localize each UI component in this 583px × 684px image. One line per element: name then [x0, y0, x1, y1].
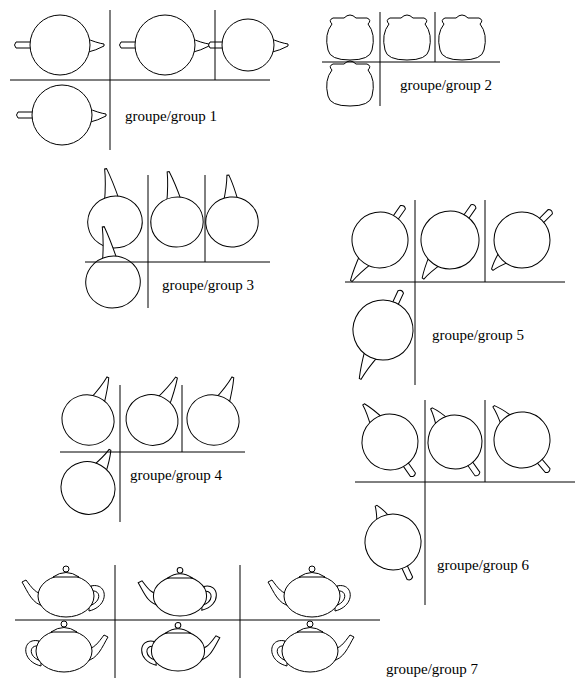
- teapot-silhouette: [209, 19, 289, 71]
- group-label: groupe/group 1: [125, 107, 217, 125]
- group-label-text: groupe/group 6: [437, 557, 529, 573]
- group-label: groupe/group 3: [162, 276, 254, 294]
- grid-line: [85, 262, 270, 263]
- teapot-silhouette: [17, 85, 107, 145]
- grid-line: [355, 482, 575, 483]
- teapot-silhouette: [26, 621, 108, 672]
- teapot-silhouette: [268, 566, 350, 617]
- teapot-silhouette: [138, 568, 216, 616]
- grid-line: [435, 12, 436, 62]
- teapot-silhouette: [51, 436, 133, 524]
- teapot-silhouette: [15, 15, 105, 75]
- teapot-silhouette: [351, 494, 436, 592]
- teapot-silhouette: [179, 366, 257, 453]
- group-label-text: groupe/group 5: [432, 327, 524, 343]
- teapot-silhouette: [439, 15, 486, 60]
- grid-line: [148, 175, 149, 308]
- group-label: groupe/group 2: [400, 76, 492, 94]
- teapot-silhouette: [328, 190, 426, 297]
- group-label-text: groupe/group 7: [386, 661, 478, 677]
- grid-line: [15, 620, 380, 621]
- teapot-silhouette: [202, 173, 261, 249]
- grid-line: [485, 400, 486, 482]
- grid-line: [240, 565, 241, 678]
- teapot-silhouette: [399, 189, 498, 296]
- teapot-silhouette: [409, 393, 500, 491]
- teapot-silhouette: [472, 388, 570, 489]
- grid-line: [10, 80, 270, 81]
- grid-line: [485, 200, 486, 282]
- grid-line: [182, 385, 183, 452]
- grid-line: [60, 452, 245, 453]
- teapot-silhouette: [333, 278, 429, 392]
- teapot-silhouette: [142, 167, 207, 251]
- grid-line: [380, 12, 381, 106]
- teapot-silhouette: [76, 222, 144, 312]
- grid-line: [205, 175, 206, 262]
- group-label-text: groupe/group 3: [162, 277, 254, 293]
- teapot-silhouette: [384, 15, 431, 60]
- teapot-silhouette: [142, 623, 220, 671]
- group-label-text: groupe/group 4: [130, 467, 222, 483]
- grid-line: [322, 62, 500, 63]
- teapot-silhouette: [22, 566, 104, 617]
- group-label-text: groupe/group 1: [125, 108, 217, 124]
- group-label: groupe/group 5: [432, 326, 524, 344]
- teapot-silhouette: [327, 61, 374, 106]
- teapot-silhouette: [473, 191, 572, 290]
- grid-line: [425, 400, 426, 605]
- group-label: groupe/group 4: [130, 466, 222, 484]
- group-label: groupe/group 7: [386, 660, 478, 678]
- teapot-silhouette: [79, 164, 147, 252]
- grid-line: [345, 282, 565, 283]
- teapot-silhouette: [117, 364, 199, 454]
- group-label: groupe/group 6: [437, 556, 529, 574]
- teapot-silhouette: [341, 388, 437, 492]
- grid-line: [415, 200, 416, 385]
- grid-line: [120, 385, 121, 522]
- teapot-silhouette: [272, 621, 354, 672]
- grid-line: [215, 10, 216, 80]
- grid-line: [115, 565, 116, 678]
- grid-line: [110, 10, 111, 150]
- teapot-silhouette: [327, 15, 374, 60]
- group-label-text: groupe/group 2: [400, 77, 492, 93]
- teapot-silhouette: [120, 15, 210, 75]
